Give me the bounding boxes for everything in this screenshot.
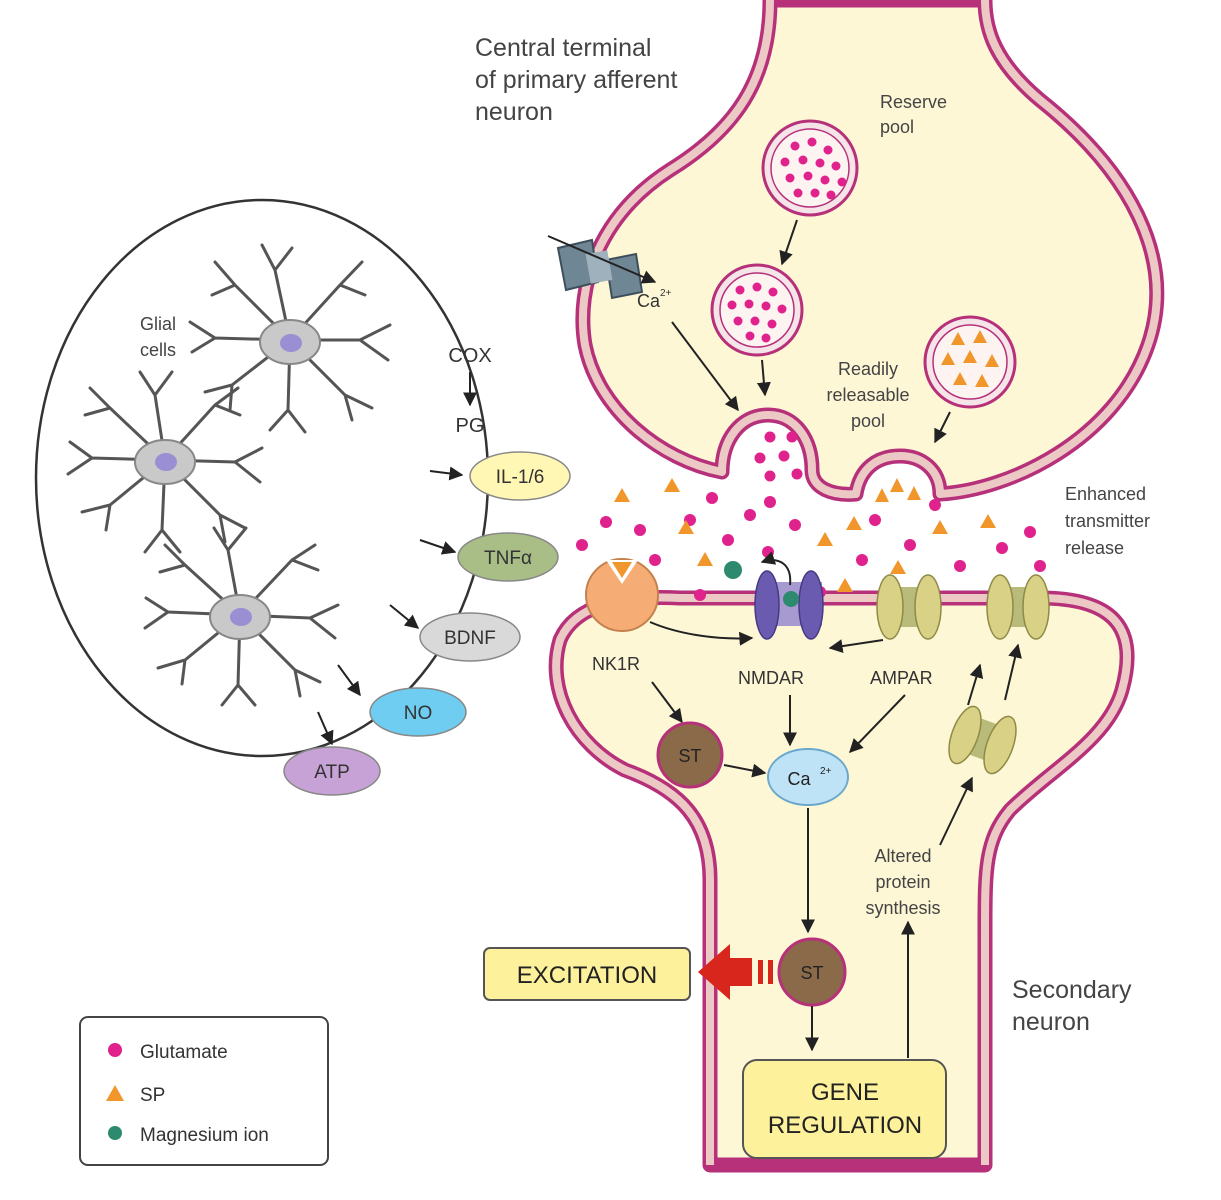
st-kinase-lower: ST bbox=[777, 937, 847, 1007]
middle-glutamate-vesicle bbox=[710, 263, 804, 357]
mediator-bdnf: BDNF bbox=[419, 612, 521, 662]
displaced-magnesium-ion bbox=[724, 561, 742, 579]
enhanced-release-label-1: Enhanced bbox=[1065, 484, 1146, 504]
legend: Glutamate SP Magnesium ion bbox=[79, 1016, 329, 1166]
mediator-il-label: IL-1/6 bbox=[496, 467, 545, 488]
tnf-arrow bbox=[419, 539, 457, 555]
ampar-to-nmdar-arrow bbox=[828, 639, 884, 654]
excitation-box: EXCITATION bbox=[483, 947, 691, 1001]
pg-label: PG bbox=[456, 415, 485, 437]
postsynaptic-calcium-superscript: 2+ bbox=[820, 766, 832, 777]
readily-releasable-label-2: releasable bbox=[826, 385, 909, 405]
legend-glutamate-label: Glutamate bbox=[140, 1042, 228, 1063]
ampar-insertion-arrow bbox=[1004, 643, 1022, 701]
cleft-sp bbox=[614, 478, 996, 592]
nk1r-to-nmdar-arrow bbox=[649, 621, 754, 646]
astrocyte-upper bbox=[188, 243, 392, 434]
magnesium-unblock-arrow bbox=[760, 551, 792, 586]
cox-label: COX bbox=[448, 345, 491, 367]
middle-to-release-arrow bbox=[756, 359, 771, 397]
nmdar-receptor bbox=[754, 570, 824, 640]
reserve-glutamate-cluster bbox=[780, 137, 847, 200]
mediator-no: NO bbox=[369, 687, 467, 737]
altered-protein-label-1: Altered bbox=[874, 846, 931, 866]
gene-regulation-label-2: REGULATION bbox=[768, 1112, 922, 1139]
ampar-receptor bbox=[876, 574, 942, 640]
inserted-ampar-receptor bbox=[986, 574, 1050, 640]
mediator-tnf-alpha: TNFα bbox=[457, 532, 559, 582]
st-upper-label: ST bbox=[678, 746, 701, 766]
ampar-to-calcium-arrow bbox=[849, 694, 906, 754]
altered-protein-label-2: protein bbox=[875, 872, 930, 892]
secondary-neuron-label-1: Secondary bbox=[1012, 976, 1132, 1004]
postsynaptic-calcium-label: Ca bbox=[787, 769, 811, 789]
nmdar-label: NMDAR bbox=[738, 668, 804, 688]
glial-cells-ellipse bbox=[34, 198, 490, 758]
astrocyte-middle bbox=[66, 370, 264, 554]
bdnf-arrow bbox=[389, 604, 420, 629]
glial-cells-label-1: Glial bbox=[140, 314, 176, 334]
reserve-pool-label-1: Reserve bbox=[880, 92, 947, 112]
nk1r-label: NK1R bbox=[592, 654, 640, 674]
il-arrow bbox=[429, 466, 464, 481]
legend-magnesium-label: Magnesium ion bbox=[140, 1125, 269, 1146]
cleft-glutamate bbox=[576, 492, 1046, 601]
readily-releasable-label-3: pool bbox=[851, 411, 885, 431]
nk1r-to-st-arrow bbox=[651, 681, 683, 724]
fusion-pore-sp bbox=[875, 478, 921, 502]
central-terminal-label-3: neuron bbox=[475, 98, 553, 126]
altered-protein-label-3: synthesis bbox=[865, 898, 940, 918]
st-kinase-upper: ST bbox=[656, 721, 724, 789]
gene-regulation-label-1: GENE bbox=[811, 1079, 879, 1106]
astrocyte-lower bbox=[143, 526, 340, 707]
calcium-influx-arrow bbox=[547, 235, 657, 284]
ampar-label: AMPAR bbox=[870, 668, 933, 688]
presynaptic-calcium-label: Ca bbox=[637, 291, 661, 311]
no-arrow bbox=[337, 664, 361, 697]
enhanced-release-label-3: release bbox=[1065, 538, 1124, 558]
legend-sp-label: SP bbox=[140, 1085, 165, 1106]
protein-to-ampar-arrow bbox=[939, 776, 973, 846]
mediator-atp-label: ATP bbox=[314, 762, 350, 783]
secondary-neuron-label-2: neuron bbox=[1012, 1008, 1090, 1036]
reserve-pool-label-2: pool bbox=[880, 117, 914, 137]
enhanced-release-label-2: transmitter bbox=[1065, 511, 1150, 531]
mediator-atp: ATP bbox=[283, 746, 381, 796]
reserve-to-middle-arrow bbox=[779, 219, 798, 266]
central-terminal-label-1: Central terminal bbox=[475, 34, 651, 62]
st-to-calcium-arrow bbox=[723, 763, 767, 778]
gene-regulation-box: GENE REGULATION bbox=[742, 1059, 947, 1159]
atp-arrow bbox=[317, 711, 334, 746]
excitation-label: EXCITATION bbox=[517, 962, 657, 989]
glial-cells-label-2: cells bbox=[140, 340, 176, 360]
fusion-pore-glutamate bbox=[754, 431, 803, 482]
presynaptic-calcium-superscript: 2+ bbox=[660, 288, 672, 299]
mediator-il-1-6: IL-1/6 bbox=[469, 451, 571, 501]
central-terminal-label-2: of primary afferent bbox=[475, 66, 677, 94]
sp-vesicle-arrow bbox=[934, 411, 951, 444]
readily-releasable-label-1: Readily bbox=[838, 359, 898, 379]
excitation-arrow bbox=[698, 944, 773, 1000]
mediator-tnf-label: TNFα bbox=[484, 548, 532, 569]
reserve-pool-vesicle bbox=[761, 119, 859, 217]
nk1r-receptor bbox=[585, 558, 659, 632]
trafficking-ampar-receptor bbox=[948, 705, 1017, 775]
calcium-to-release-arrow bbox=[671, 321, 739, 412]
ampar-insertion-arrow-upper bbox=[967, 663, 984, 706]
postsynaptic-calcium: Ca 2+ bbox=[767, 748, 849, 806]
sp-vesicle bbox=[923, 315, 1017, 409]
st-lower-label: ST bbox=[800, 963, 823, 983]
mediator-no-label: NO bbox=[404, 703, 433, 724]
mediator-bdnf-label: BDNF bbox=[444, 628, 496, 649]
